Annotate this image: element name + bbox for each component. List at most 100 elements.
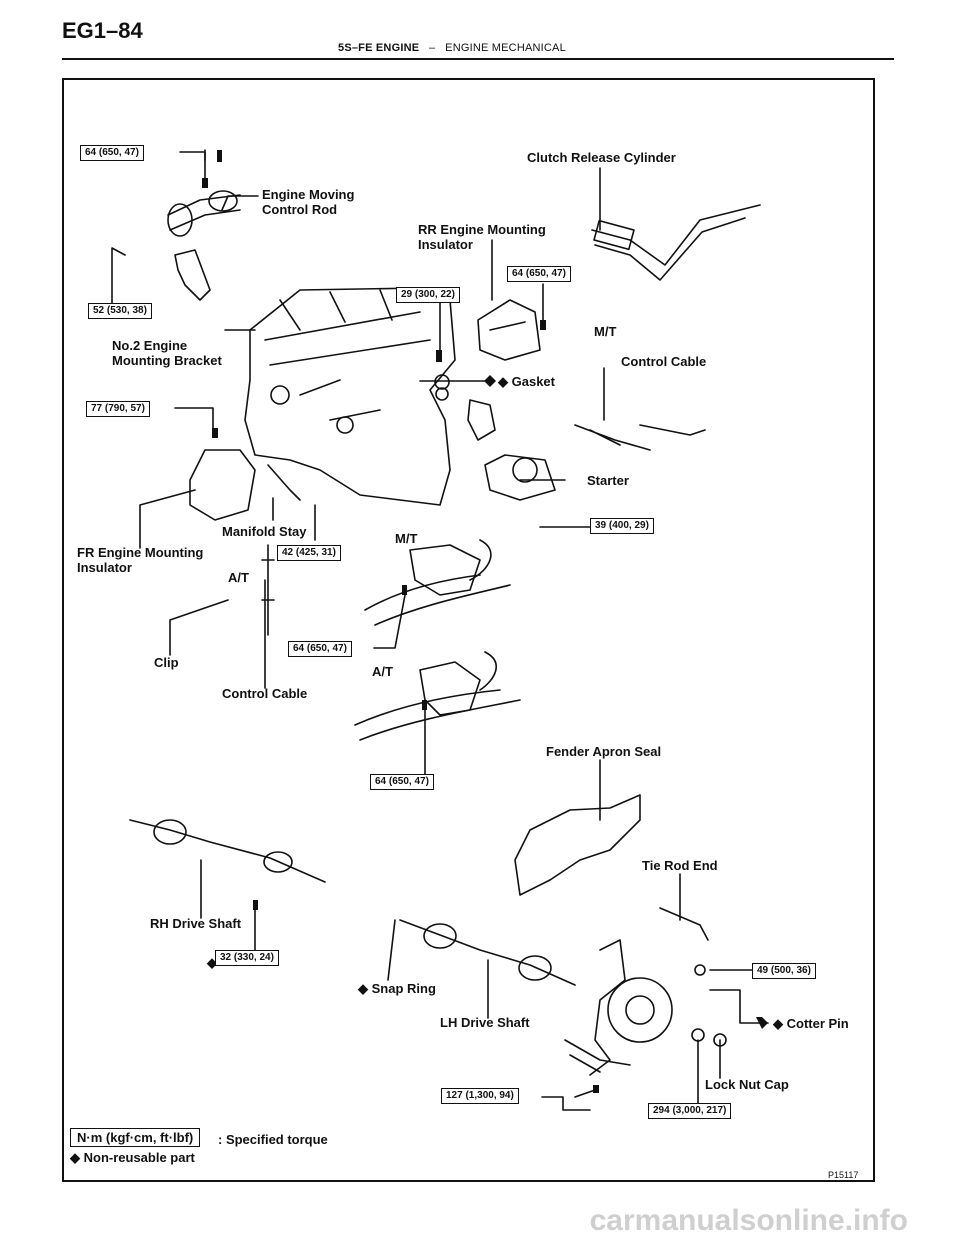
hub-rotor <box>607 977 673 1043</box>
control-rod <box>208 190 238 212</box>
body-panel-curve <box>364 539 511 626</box>
torque-spec: 42 (425, 31) <box>277 545 341 561</box>
label-control-cable: Control Cable <box>621 354 707 369</box>
label-rr-engine-mounting-insulator: RR Engine Mounting <box>418 222 546 237</box>
label-starter: Starter <box>587 473 629 488</box>
control-rod <box>167 203 193 237</box>
engine-detail <box>264 289 431 421</box>
engine-name: 5S–FE ENGINE <box>338 42 420 54</box>
bolt <box>202 150 222 188</box>
figure-id: P15117 <box>828 1170 859 1180</box>
lock-nut-cap <box>713 1033 727 1047</box>
label-snap-ring-text: Snap Ring <box>371 981 436 996</box>
label-control-cable: Control Cable <box>222 686 308 701</box>
label-no2-engine-mounting-bracket: No.2 Engine <box>112 338 188 353</box>
page-code: EG1–84 <box>62 18 143 43</box>
gasket <box>435 387 449 401</box>
label-fr-engine-mounting-insulator: FR Engine Mounting <box>77 545 204 560</box>
torque-spec: 64 (650, 47) <box>80 145 144 161</box>
engine-block <box>244 287 456 506</box>
leader-line <box>574 1089 596 1098</box>
torque-spec: 49 (500, 36) <box>752 963 816 979</box>
diamond-mark <box>756 1017 768 1029</box>
label-at: A/T <box>372 664 393 679</box>
control-cable <box>574 424 706 451</box>
tie-rod-end <box>659 907 709 941</box>
knuckle <box>589 939 626 1076</box>
control-cable <box>261 544 275 636</box>
torque-spec: 77 (790, 57) <box>86 401 150 417</box>
gasket <box>434 374 450 390</box>
torque-spec: 52 (530, 38) <box>88 303 152 319</box>
label-gasket-text: Gasket <box>511 374 555 389</box>
rr-insulator <box>489 321 526 331</box>
lh-drive-shaft-boot <box>423 923 457 949</box>
torque-spec: 64 (650, 47) <box>507 266 571 282</box>
section-title: 5S–FE ENGINE – ENGINE MECHANICAL <box>338 42 566 54</box>
diamond-icon: ◆ <box>358 981 368 996</box>
diagram-frame <box>62 78 875 1182</box>
speed-sensor <box>467 399 496 441</box>
title-separator: – <box>429 42 436 54</box>
leader-line <box>174 407 214 431</box>
leader-line <box>111 247 126 306</box>
label-manifold-stay: Manifold Stay <box>222 524 307 539</box>
legend-torque-unit: N·m (kgf·cm, ft·lbf) <box>70 1128 201 1147</box>
lh-drive-shaft-boot <box>518 955 552 981</box>
torque-spec: 64 (650, 47) <box>370 774 434 790</box>
label-mt: M/T <box>594 324 617 339</box>
torque-spec: 64 (650, 47) <box>288 641 352 657</box>
leader-line <box>221 195 259 211</box>
label-rr-engine-mounting-insulator: Insulator <box>418 237 473 252</box>
fender-apron-seal <box>514 794 641 896</box>
label-mt: M/T <box>395 531 418 546</box>
torque-spec: 29 (300, 22) <box>396 287 460 303</box>
leader-line <box>709 989 769 1024</box>
label-engine-moving-control-rod: Control Rod <box>262 202 338 217</box>
legend-non-reusable-text: Non-reusable part <box>83 1150 195 1165</box>
rh-drive-shaft-boot <box>263 851 293 873</box>
label-rh-drive-shaft: RH Drive Shaft <box>150 916 242 931</box>
rh-drive-shaft <box>129 819 326 883</box>
label-fender-apron-seal: Fender Apron Seal <box>546 744 662 759</box>
hub-rotor <box>625 995 655 1025</box>
manifold-stay <box>267 464 301 501</box>
lock-nut <box>691 1028 705 1042</box>
leader-line <box>541 1096 591 1111</box>
engine-detail <box>336 416 354 434</box>
label-clip: Clip <box>154 655 179 670</box>
watermark: carmanualsonline.info <box>589 1204 908 1237</box>
diamond-icon: ◆ <box>207 955 217 970</box>
mounting-bracket <box>174 249 211 301</box>
label-cotter-pin: ◆ Cotter Pin <box>773 1016 849 1031</box>
label-tie-rod-end: Tie Rod End <box>642 858 718 873</box>
leader-line <box>387 919 396 981</box>
section-name: ENGINE MECHANICAL <box>445 42 566 54</box>
leader-line <box>169 599 229 656</box>
mt-mount <box>409 544 481 596</box>
rr-insulator <box>477 299 541 361</box>
clutch-line <box>591 204 761 281</box>
diamond-icon: ◆ <box>70 1150 80 1165</box>
nut <box>694 964 706 976</box>
leader-line <box>373 594 406 649</box>
torque-spec: 39 (400, 29) <box>590 518 654 534</box>
label-at: A/T <box>228 570 249 585</box>
label-lh-drive-shaft: LH Drive Shaft <box>440 1015 530 1030</box>
diamond-icon: ◆ <box>773 1016 783 1031</box>
diamond-icon: ◆ <box>498 374 508 389</box>
legend-non-reusable: ◆ Non-reusable part <box>70 1150 195 1166</box>
label-engine-moving-control-rod: Engine Moving <box>262 187 355 202</box>
diamond-mark <box>484 375 496 387</box>
label-clutch-release-cylinder: Clutch Release Cylinder <box>527 150 676 165</box>
torque-spec: 294 (3,000, 217) <box>648 1103 732 1119</box>
leader-line <box>139 489 196 549</box>
label-fr-engine-mounting-insulator: Insulator <box>77 560 132 575</box>
at-mount <box>419 661 481 716</box>
label-lock-nut-cap: Lock Nut Cap <box>705 1077 789 1092</box>
lower-arm <box>564 1039 631 1073</box>
starter <box>484 454 556 501</box>
label-gasket: ◆ Gasket <box>498 374 555 389</box>
clutch-cylinder <box>593 219 635 251</box>
